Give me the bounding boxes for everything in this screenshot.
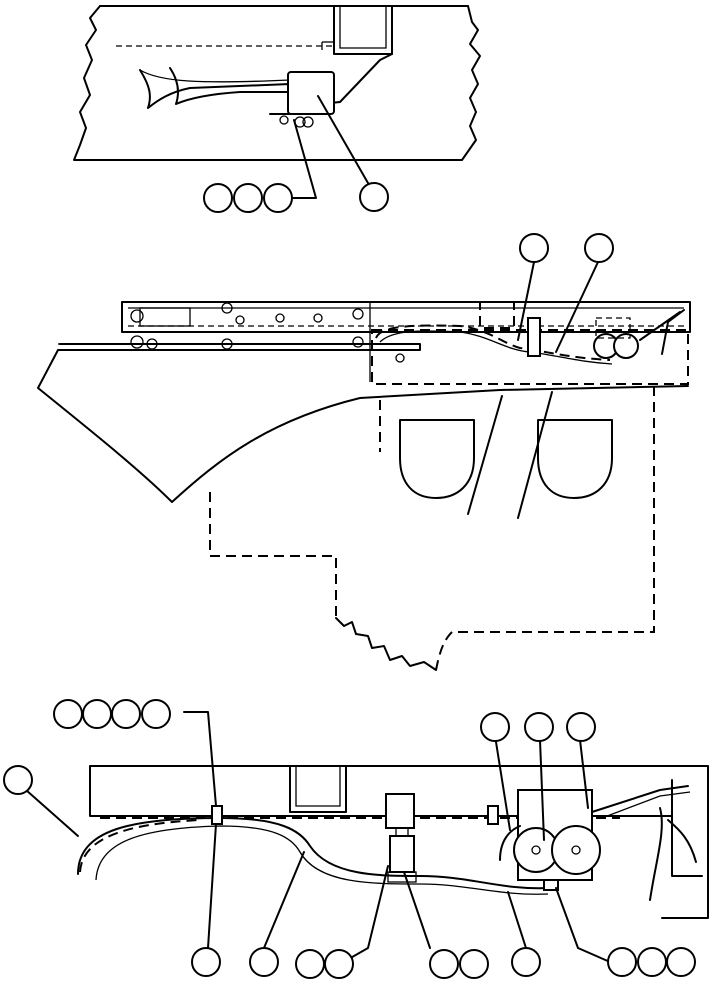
wire-harness <box>375 324 611 361</box>
callout-circle <box>519 233 549 263</box>
frame-rail <box>121 301 691 333</box>
view-fender-side <box>37 233 691 671</box>
callout-circle <box>584 233 614 263</box>
view-frame-harness <box>3 699 709 979</box>
view-horn-detail <box>73 5 481 213</box>
callout-circle <box>429 949 459 979</box>
horn-valve-block <box>287 71 335 115</box>
solenoid-bracket <box>385 793 415 829</box>
step-left <box>399 419 475 499</box>
tank-outline <box>371 329 689 385</box>
air-tank-icon <box>551 825 601 875</box>
callout-circle <box>3 765 33 795</box>
frame-rail-bottom <box>89 765 709 919</box>
callout-circle <box>141 699 171 729</box>
valve-block <box>527 317 541 357</box>
callout-circle <box>295 949 325 979</box>
callout-circle <box>203 183 233 213</box>
callout-circle <box>511 947 541 977</box>
harness-clip <box>211 805 223 825</box>
harness-loop <box>77 817 549 890</box>
callout-circle <box>111 699 141 729</box>
callout-circle <box>637 947 667 977</box>
callout-circle <box>233 183 263 213</box>
callout-circle <box>191 947 221 977</box>
callout-circle <box>524 712 554 742</box>
callout-circle <box>82 699 112 729</box>
callout-circle <box>607 947 637 977</box>
callout-circle <box>566 712 596 742</box>
callout-circle <box>53 699 83 729</box>
fitting <box>543 879 559 891</box>
callout-circle <box>263 183 293 213</box>
frame-panel-outline <box>73 5 481 161</box>
air-tank-icon <box>613 333 639 359</box>
air-horn-icon <box>139 67 291 109</box>
cab-outline-hidden <box>209 386 655 671</box>
callout-circle <box>666 947 696 977</box>
mounting-bracket <box>333 5 393 55</box>
step-right <box>537 419 613 499</box>
solenoid-valve <box>389 835 415 873</box>
callout-circle <box>359 182 389 212</box>
harness-clip <box>487 805 499 825</box>
fender-panel <box>37 343 689 503</box>
callout-circle <box>249 947 279 977</box>
callout-circle <box>459 949 489 979</box>
callout-circle <box>324 949 354 979</box>
callout-circle <box>480 712 510 742</box>
